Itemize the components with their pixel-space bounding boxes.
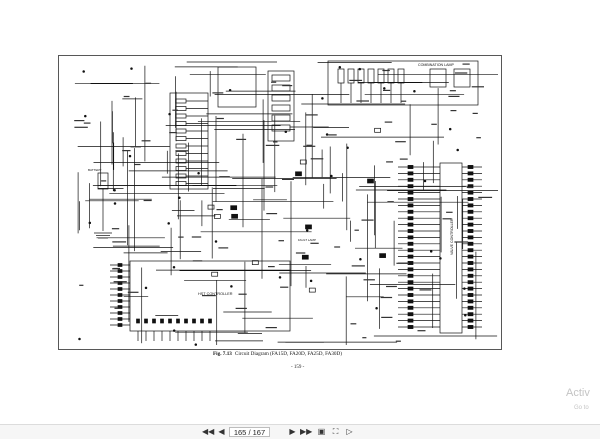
activation-watermark-subtitle: Go to bbox=[574, 405, 589, 411]
chevron-left-icon: ◀ bbox=[218, 427, 225, 436]
chevron-right-icon: ▶ bbox=[289, 427, 296, 436]
activation-watermark: Activ bbox=[566, 387, 590, 399]
fit-page-button[interactable]: ▣ bbox=[316, 425, 327, 439]
chevron-double-right-icon: ▶▶ bbox=[300, 427, 313, 436]
fit-page-icon: ▣ bbox=[317, 427, 326, 436]
figure-number: Fig. 7.13 bbox=[213, 351, 232, 357]
total-pages: 167 bbox=[252, 428, 266, 437]
chevron-double-left-icon: ◀◀ bbox=[202, 427, 215, 436]
document-page: COMBINATION LAMP HST CONTROLLER BATTERY FAU… bbox=[58, 55, 502, 370]
battery-label: BATTERY bbox=[88, 168, 102, 172]
combination-lamp-label: COMBINATION LAMP bbox=[418, 63, 454, 67]
valve-controller-label: VALVE CONTROLLER bbox=[450, 218, 454, 255]
fault-lamp-label: FAULT LAMP bbox=[298, 238, 316, 242]
figure-title: Circuit Diagram (FA15D, FA20D, FA25D, FA… bbox=[234, 351, 342, 357]
previous-page-button[interactable]: ◀ bbox=[216, 425, 227, 439]
circuit-diagram: COMBINATION LAMP HST CONTROLLER BATTERY FAU… bbox=[58, 55, 502, 350]
slideshow-button[interactable]: ▷ bbox=[344, 425, 355, 439]
last-page-button[interactable]: ▶▶ bbox=[300, 425, 313, 439]
hst-controller-label: HST CONTROLLER bbox=[198, 292, 233, 296]
page-indicator[interactable]: 165 / 167 bbox=[229, 427, 270, 437]
first-page-button[interactable]: ◀◀ bbox=[202, 425, 215, 439]
fullscreen-button[interactable]: ⛶ bbox=[330, 425, 341, 439]
fullscreen-icon: ⛶ bbox=[332, 427, 339, 436]
next-page-button[interactable]: ▶ bbox=[287, 425, 298, 439]
play-icon: ▷ bbox=[346, 427, 353, 436]
wiring bbox=[58, 55, 502, 350]
current-page: 165 bbox=[233, 428, 247, 437]
viewer-toolbar: ◀◀ ◀ 165 / 167 ▶ ▶▶ ▣ ⛶ ▷ bbox=[0, 424, 600, 439]
page-separator: / bbox=[248, 428, 251, 437]
component-annotations bbox=[74, 63, 493, 342]
page-number: - 159 - bbox=[291, 365, 305, 370]
